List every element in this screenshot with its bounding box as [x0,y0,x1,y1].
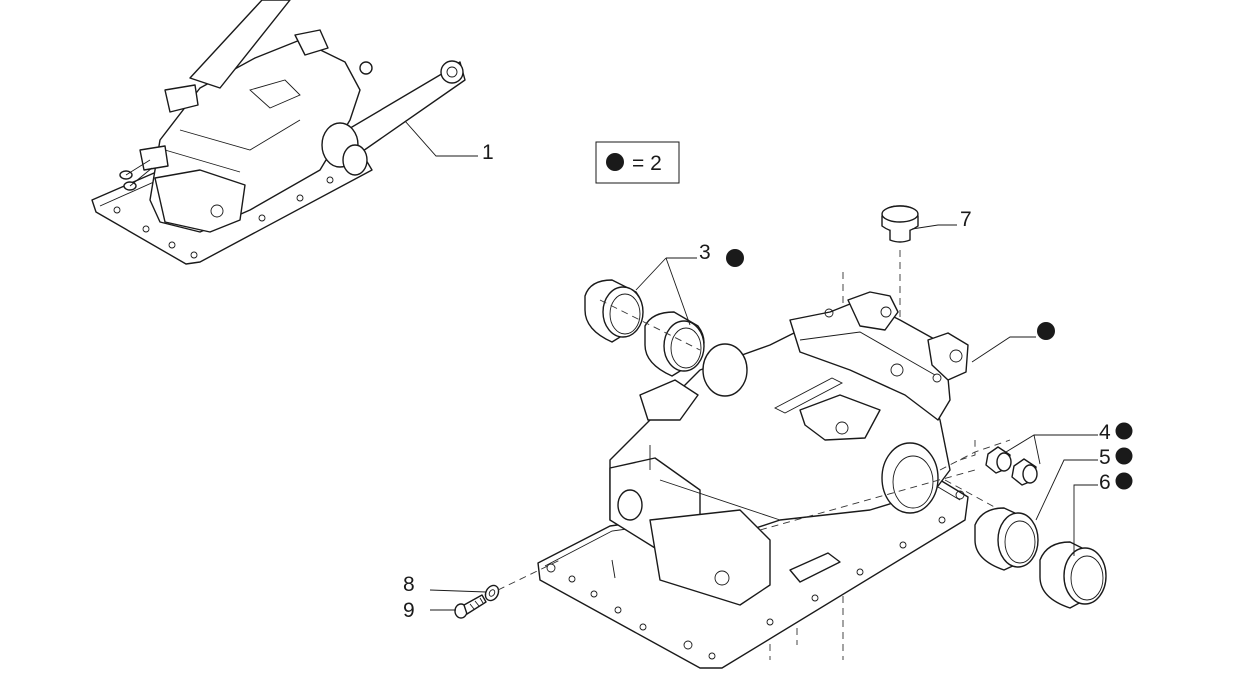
washer-8 [484,584,500,602]
bushing-4 [985,446,1012,474]
callout-3: 3 [699,241,711,264]
plug-7 [881,205,919,243]
legend-text: = 2 [632,152,662,175]
legend-dot-icon [606,153,624,171]
callout-housing-dot-icon [1037,322,1055,340]
callout-4: 4 [1099,421,1111,444]
bushing-6b [1039,541,1107,609]
callout-8: 8 [403,573,415,596]
callout-5: 5 [1099,446,1111,469]
assembled-lift-housing-view [91,0,466,265]
bolt-9 [454,594,487,619]
callout-9: 9 [403,599,415,622]
callout-7: 7 [960,208,972,231]
callout-5-dot-icon [1115,447,1133,465]
callout-4-dot-icon [1115,422,1133,440]
bushing-6a [974,507,1039,571]
bushing-5 [1011,458,1038,486]
exploded-lift-housing [537,250,1011,669]
callout-1: 1 [482,141,494,164]
bushing-3a [584,279,644,343]
bushing-3b [644,311,705,377]
callout-6: 6 [1099,471,1111,494]
callout-3-dot-icon [726,249,744,267]
legend-box: = 2 [595,141,680,184]
callout-6-dot-icon [1115,472,1133,490]
